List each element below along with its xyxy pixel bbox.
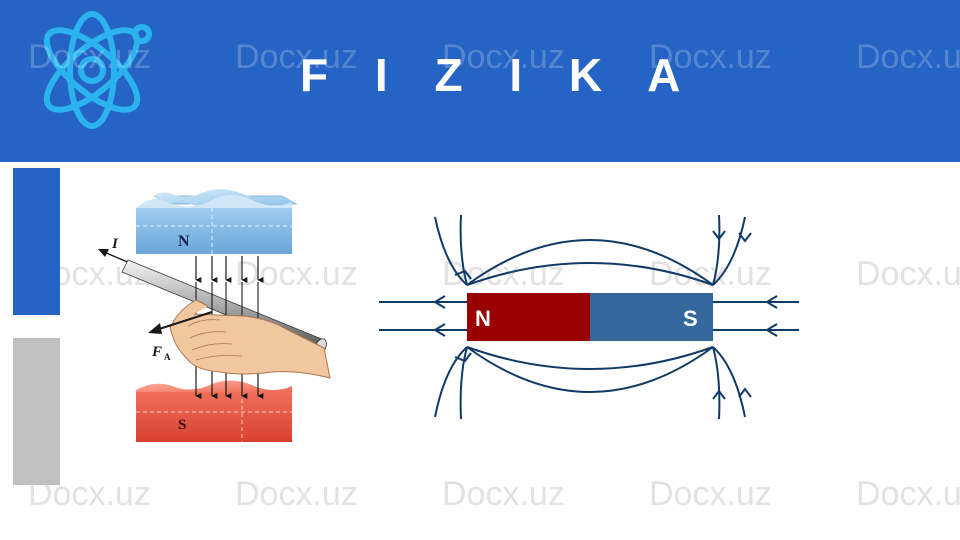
watermark: Docx.uz [235, 255, 358, 293]
watermark: Docx.uz [28, 38, 151, 76]
side-accent-gray [13, 338, 60, 485]
bar-magnet-field-figure: N S [379, 214, 799, 420]
header-band: F I Z I K A [0, 0, 960, 162]
bottom-pole-label: S [178, 417, 186, 433]
watermark: Docx.uz [856, 255, 960, 293]
north-pole-label: N [475, 306, 491, 331]
page-title: F I Z I K A [300, 49, 698, 101]
watermark: Docx.uz [649, 38, 772, 76]
north-pole-block [467, 293, 590, 341]
watermark: Docx.uz [235, 475, 358, 513]
south-pole-label: S [683, 306, 698, 331]
watermark: Docx.uz [649, 255, 772, 293]
atom-icon [43, 11, 152, 129]
left-hand-rule-figure: N S I F A [98, 189, 331, 442]
side-accent-blue [13, 168, 60, 315]
force-subscript: A [164, 352, 171, 362]
current-label: I [111, 236, 119, 252]
watermark: Docx.uz [235, 38, 358, 76]
watermark: Docx.uz [856, 38, 960, 76]
watermark: Docx.uz [442, 38, 565, 76]
watermark: Docx.uz [649, 475, 772, 513]
force-label: F [151, 344, 162, 360]
top-pole-label: N [178, 233, 190, 250]
watermark: Docx.uz [442, 475, 565, 513]
south-pole-block [590, 293, 713, 341]
watermark: Docx.uz [856, 475, 960, 513]
